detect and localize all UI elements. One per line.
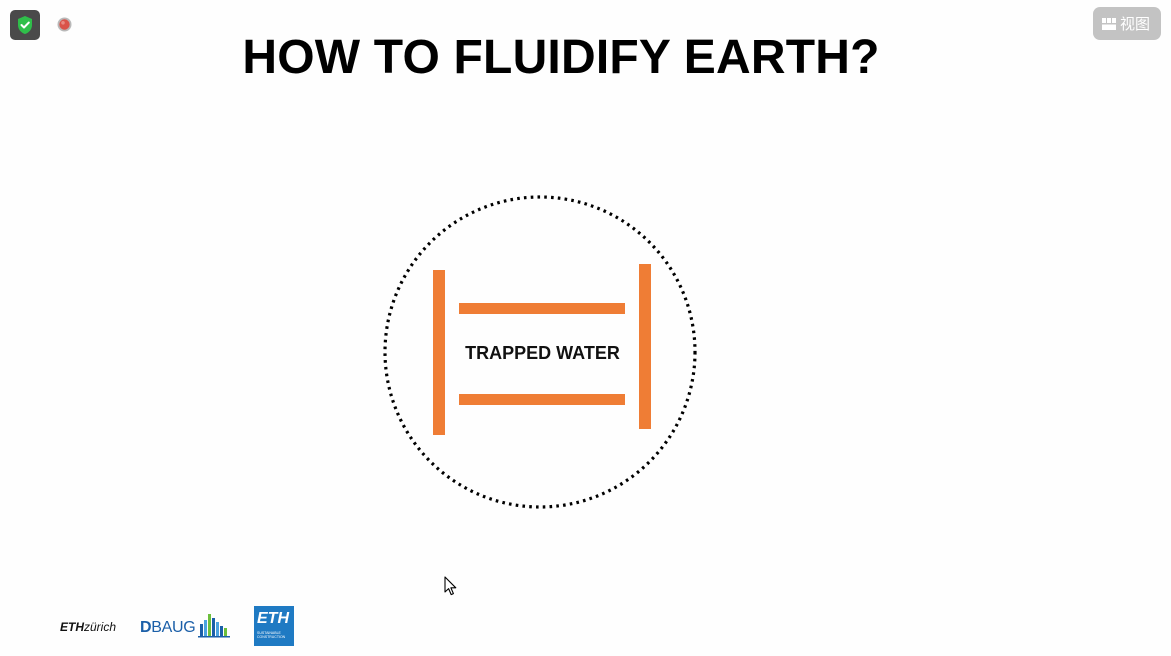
dbaug-skyline-icon <box>198 614 230 638</box>
right-vertical-bar <box>639 264 651 429</box>
top-horizontal-bar <box>459 303 625 314</box>
grid-view-icon <box>1101 17 1116 30</box>
view-button[interactable]: 视图 <box>1093 7 1161 40</box>
view-button-label: 视图 <box>1119 15 1150 33</box>
eth-zurich-logo-bold: ETH <box>60 620 84 634</box>
eth-zurich-logo-rest: zürich <box>84 620 117 634</box>
eth-zurich-logo: ETHzürich <box>60 620 116 634</box>
dbaug-logo-bold: D <box>140 619 152 636</box>
recording-dot-icon[interactable] <box>57 17 72 32</box>
dbaug-logo: DBAUG <box>140 610 230 640</box>
trapped-water-label: TRAPPED WATER <box>465 343 620 363</box>
shield-check-icon <box>18 16 32 34</box>
security-badge[interactable] <box>10 10 40 40</box>
eth-box-logo-big: ETH <box>257 610 289 627</box>
eth-sustainable-construction-logo: ETH Sustainable Construction <box>254 606 294 646</box>
left-vertical-bar <box>433 270 445 435</box>
trapped-water-diagram <box>383 195 697 509</box>
dotted-circle <box>383 195 697 509</box>
dbaug-logo-text: DBAUG <box>140 619 196 637</box>
slide-title: HOW TO FLUIDIFY EARTH? <box>242 31 880 84</box>
mouse-pointer-icon <box>444 576 457 596</box>
dbaug-logo-rest: BAUG <box>151 619 196 636</box>
bottom-horizontal-bar <box>459 394 625 405</box>
eth-box-logo-small: Sustainable Construction <box>257 631 286 639</box>
